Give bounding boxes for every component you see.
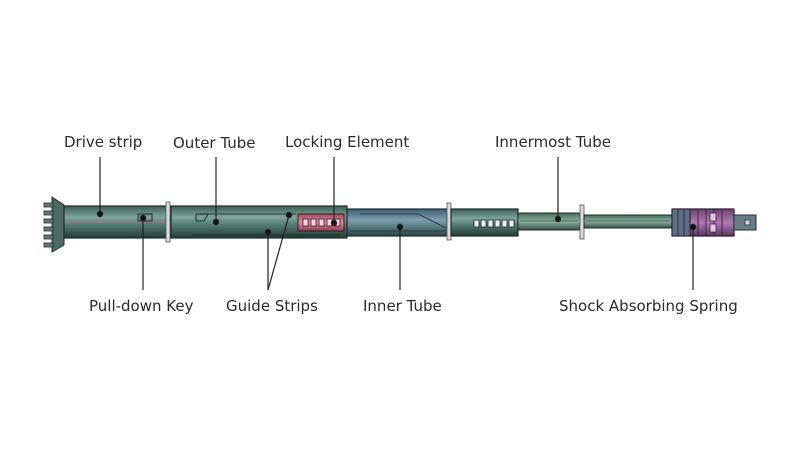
label-inner-tube: Inner Tube: [363, 297, 442, 315]
shock-absorbing-spring: [671, 208, 735, 237]
leader-lines: [96, 157, 697, 291]
innermost-tube: [517, 212, 581, 231]
label-outer-tube: Outer Tube: [173, 134, 256, 152]
inner-tube-lower-section: [450, 208, 519, 237]
inner-tube: [346, 208, 448, 237]
label-locking-element: Locking Element: [285, 133, 410, 151]
connector-ring-3: [579, 204, 585, 240]
kelly-bar-end-shaft: [733, 214, 757, 231]
outermost-section: [63, 205, 171, 239]
label-guide-strips: Guide Strips: [226, 297, 318, 315]
top-flange: [43, 196, 65, 253]
innermost-tube-end-section: [583, 214, 673, 229]
connector-ring-2: [446, 202, 452, 241]
label-innermost-tube: Innermost Tube: [495, 133, 611, 151]
label-pull-down-key: Pull-down Key: [89, 297, 194, 315]
label-shock-absorbing-spring: Shock Absorbing Spring: [559, 297, 738, 315]
connector-ring-1: [165, 201, 171, 243]
label-drive-strip: Drive strip: [64, 133, 143, 151]
